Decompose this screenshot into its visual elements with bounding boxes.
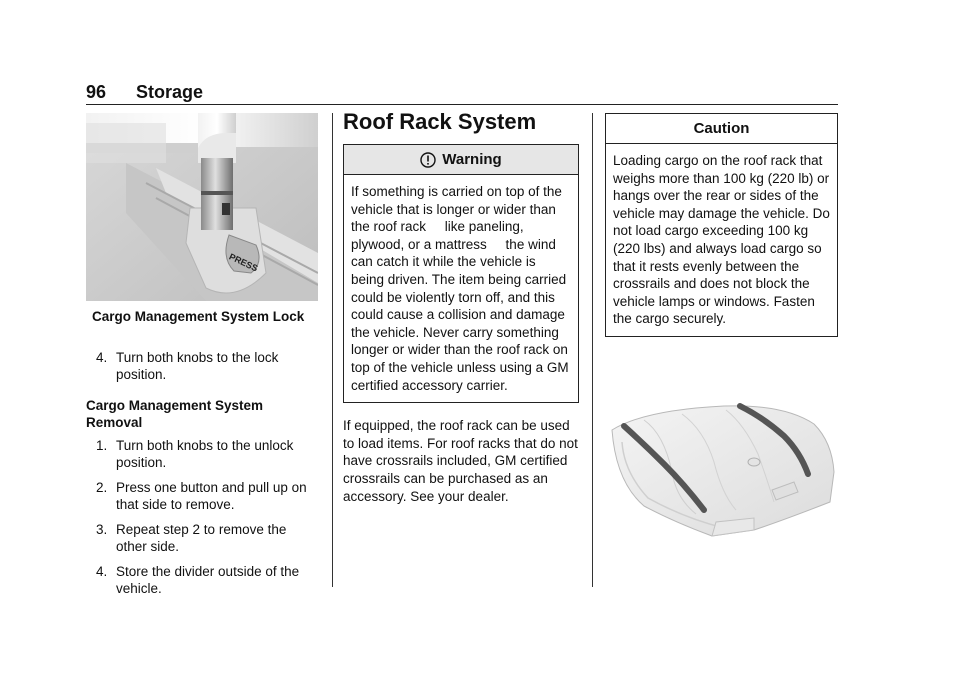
warning-text: If something is carried on top of the ve… [351, 184, 573, 393]
caution-title: Caution [606, 114, 837, 144]
caution-text: Loading cargo on the roof rack that weig… [613, 153, 830, 327]
page-title: Roof Rack System [343, 109, 537, 134]
column-middle: Roof Rack System Warning If something is… [343, 108, 579, 505]
section-title: Storage [136, 82, 204, 102]
warning-title: Warning [442, 151, 502, 168]
list-item: 4. Store the divider outside of the vehi… [96, 564, 300, 597]
list-item: 2. Press one button and pull up on that … [96, 480, 307, 513]
list-item: 3. Repeat step 2 to remove the other sid… [96, 522, 287, 555]
roof-rack-paragraph: If equipped, the roof rack can be used t… [343, 418, 578, 504]
list-item: 4. Turn both knobs to the lock position. [96, 350, 279, 383]
page-header: 96 Storage [86, 82, 838, 105]
subheading-removal: Cargo Management System Removal [86, 398, 264, 431]
cargo-lock-illustration: PRESS [86, 113, 318, 301]
roof-rack-illustration [611, 403, 835, 537]
warning-icon [420, 151, 436, 168]
column-divider-left [332, 113, 333, 587]
warning-header: Warning [344, 145, 578, 175]
column-divider-right [592, 113, 593, 587]
warning-box: Warning If something is carried on top o… [343, 144, 579, 404]
caution-box: Caution Loading cargo on the roof rack t… [605, 113, 838, 337]
column-left: PRESS Cargo Management System Lock 4. Tu… [86, 113, 318, 605]
column-right: Caution Loading cargo on the roof rack t… [605, 113, 838, 337]
figure-caption: Cargo Management System Lock [92, 309, 305, 324]
page-number: 96 [86, 82, 107, 102]
list-item: 1. Turn both knobs to the unlock positio… [96, 438, 294, 471]
